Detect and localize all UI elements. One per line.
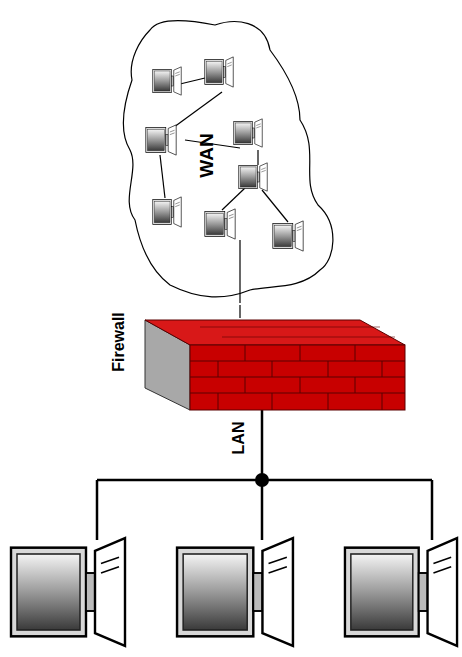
firewall: Firewall — [105, 318, 410, 413]
wan-computers — [146, 57, 303, 251]
firewall-wall — [145, 320, 405, 410]
wan-cloud: WAN — [115, 15, 340, 305]
wan-cloud-label: WAN — [197, 133, 216, 177]
wan-links — [160, 78, 288, 303]
cloud-outline — [124, 21, 333, 297]
lan-computers — [11, 538, 457, 646]
network-label: LAN — [231, 422, 247, 455]
firewall-shape — [105, 318, 410, 413]
bus-junction — [255, 473, 269, 487]
firewall-label: Firewall — [111, 312, 127, 372]
wan-firewall-link — [239, 305, 240, 318]
lan-bus — [97, 410, 432, 540]
wan-cloud-shape — [115, 15, 340, 305]
